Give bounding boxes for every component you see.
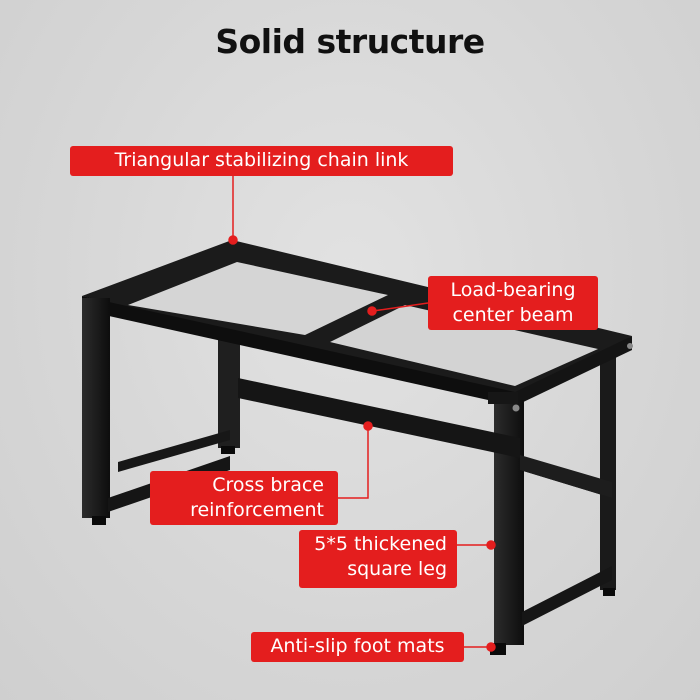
callout-square-leg-line1: 5*5 thickened xyxy=(314,533,447,555)
callout-square-leg-line2: square leg xyxy=(347,558,447,580)
callout-foot-mats: Anti-slip foot mats xyxy=(251,632,464,662)
center-beam-dot xyxy=(367,306,377,316)
center-beam-leader xyxy=(372,302,429,312)
page-title: Solid structure xyxy=(215,22,485,61)
callout-chain-link-text: Triangular stabilizing chain link xyxy=(114,149,409,171)
cross-brace-leader xyxy=(338,428,369,499)
cross-brace-dot xyxy=(363,421,373,431)
callout-center-beam: Load-bearing center beam xyxy=(428,276,598,330)
foot-mats-dot xyxy=(486,642,496,652)
callout-cross-brace-line2: reinforcement xyxy=(190,499,324,521)
callout-cross-brace: Cross brace reinforcement xyxy=(150,471,338,525)
frame-top xyxy=(82,240,632,406)
callout-square-leg: 5*5 thickened square leg xyxy=(299,530,457,588)
callout-center-beam-line1: Load-bearing xyxy=(450,279,576,301)
callout-foot-mats-text: Anti-slip foot mats xyxy=(270,635,445,657)
callout-center-beam-line2: center beam xyxy=(452,304,574,326)
frame-back xyxy=(118,248,616,596)
callout-cross-brace-line1: Cross brace xyxy=(212,474,324,496)
callout-chain-link: Triangular stabilizing chain link xyxy=(70,146,453,176)
front-left-leg xyxy=(82,298,110,525)
cross-brace xyxy=(108,378,612,626)
chain-link-dot xyxy=(228,235,238,245)
square-leg-dot xyxy=(486,540,496,550)
